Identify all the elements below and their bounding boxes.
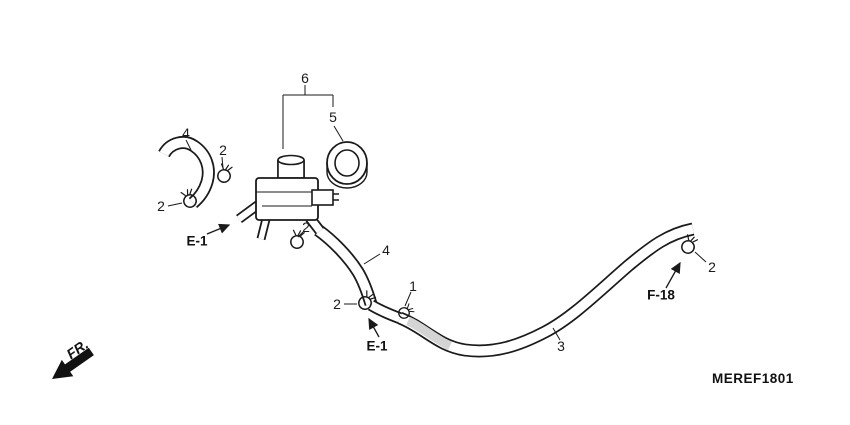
ref-label-f18[interactable]: F-18	[647, 287, 675, 303]
callout-part-3[interactable]: 3	[557, 338, 565, 354]
valve-connector	[311, 189, 334, 206]
callout-part-4-middle[interactable]: 4	[382, 242, 390, 258]
callout-part-4-upper[interactable]: 4	[182, 125, 190, 141]
leader-lines	[167, 85, 707, 341]
diagram-code: MEREF1801	[712, 371, 794, 386]
callout-part-5[interactable]: 5	[329, 109, 337, 125]
air-hose-middle	[314, 224, 378, 306]
ref-label-e1-left[interactable]: E-1	[186, 233, 208, 249]
air-hose-upper-left	[158, 136, 215, 208]
callout-part-2-bottom[interactable]: 2	[333, 296, 341, 312]
air-pipe-long	[397, 222, 695, 358]
callout-part-6[interactable]: 6	[301, 70, 309, 86]
callout-part-2-left[interactable]: 2	[157, 198, 165, 214]
joint-tube	[367, 299, 405, 325]
ref-label-e1-bottom[interactable]: E-1	[366, 338, 388, 354]
reference-arrows	[206, 223, 681, 338]
callout-part-1[interactable]: 1	[409, 278, 417, 294]
callout-part-2-top[interactable]: 2	[219, 142, 227, 158]
control-valve-assembly	[236, 154, 339, 241]
callout-part-2-right[interactable]: 2	[708, 259, 716, 275]
front-direction-arrow-icon	[52, 347, 94, 379]
ring-band	[326, 141, 368, 189]
hose-clamp	[215, 162, 234, 185]
callout-part-2-valve[interactable]: 2	[302, 219, 310, 235]
